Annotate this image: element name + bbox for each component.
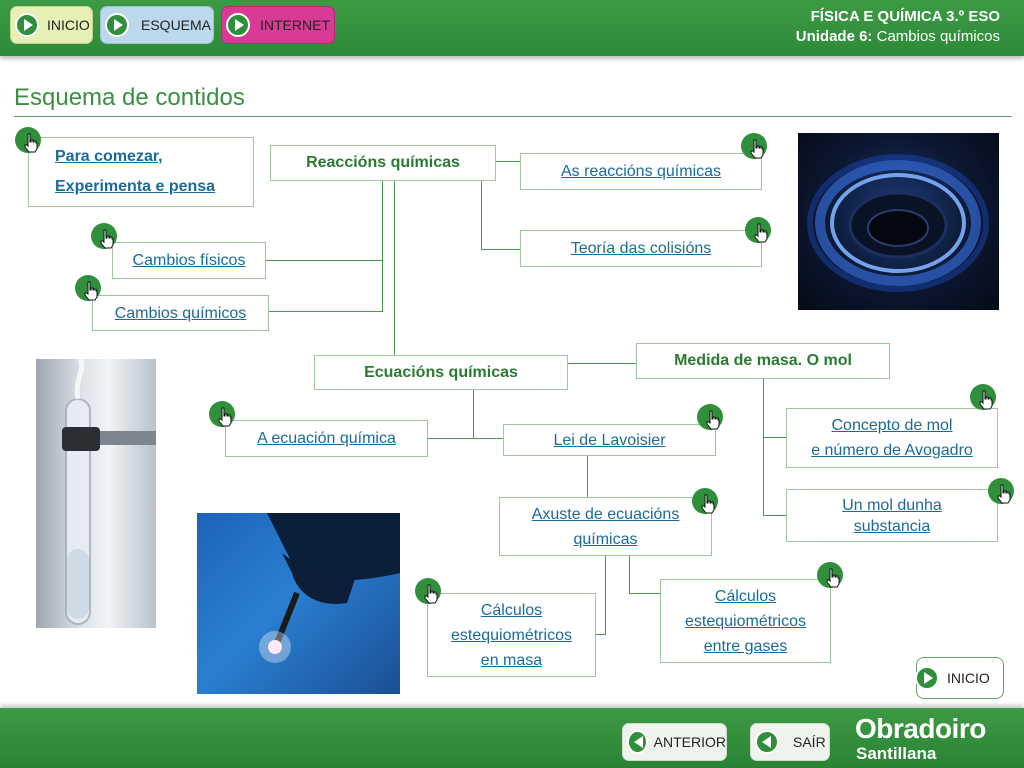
connector (268, 311, 383, 312)
hand-pointer-icon[interactable] (692, 488, 718, 514)
cambios-fisicos-link[interactable]: Cambios físicos (132, 252, 246, 269)
course-title: FÍSICA E QUÍMICA 3.º ESO (810, 8, 1000, 25)
hand-pointer-icon[interactable] (970, 384, 996, 410)
reaccions-quimicas-label: Reaccións químicas (306, 154, 460, 171)
play-icon (915, 666, 939, 690)
calculos-gases-link-2[interactable]: estequiométricos (685, 612, 806, 630)
connector (587, 455, 588, 497)
calculos-masa-link-3[interactable]: en masa (480, 651, 543, 669)
back-arrow-icon (755, 730, 779, 754)
inicio-bottom-button[interactable]: INICIO (915, 657, 1004, 699)
connector (473, 389, 474, 438)
cambios-fisicos-box: Cambios físicos (112, 242, 266, 279)
test-tube-photo (36, 359, 156, 628)
nav-internet-label: INTERNET (260, 17, 330, 33)
cambios-quimicos-link[interactable]: Cambios químicos (114, 304, 247, 322)
hand-pointer-icon[interactable] (415, 578, 441, 604)
title-divider (14, 116, 1012, 117)
connector (763, 437, 787, 438)
connector (481, 180, 482, 249)
connector (382, 180, 383, 312)
lei-lavoisier-box: Lei de Lavoisier (503, 424, 716, 456)
a-ecuacion-quimica-link[interactable]: A ecuación química (257, 430, 396, 447)
unit-name: Cambios químicos (876, 28, 1000, 45)
medida-masa-box: Medida de masa. O mol (636, 343, 890, 379)
nav-inicio-button[interactable]: INICIO (10, 6, 93, 44)
concepto-mol-link[interactable]: Concepto de mol (831, 417, 953, 434)
hand-pointer-icon[interactable] (91, 223, 117, 249)
unit-label: Unidade 6: (795, 28, 873, 45)
un-mol-link[interactable]: Un mol dunha (842, 496, 942, 514)
un-mol-box: Un mol dunha substancia (786, 489, 998, 542)
calculos-masa-box: Cálculos estequiométricos en masa (427, 593, 596, 677)
nav-internet-button[interactable]: INTERNET (221, 6, 335, 44)
connector (605, 556, 606, 635)
welding-photo (197, 513, 400, 694)
connector (427, 438, 504, 439)
para-comezar-box: Para comezar, Experimenta e pensa (28, 137, 254, 207)
substancia-link[interactable]: substancia (853, 517, 931, 535)
experimenta-e-pensa-link[interactable]: Experimenta e pensa (55, 178, 216, 195)
hand-pointer-icon[interactable] (745, 217, 771, 243)
nav-esquema-label: ESQUEMA (141, 17, 212, 33)
nav-inicio-label: INICIO (47, 17, 90, 33)
connector (266, 260, 383, 261)
medida-masa-label: Medida de masa. O mol (674, 352, 852, 369)
calculos-masa-link-1[interactable]: Cálculos (480, 601, 543, 619)
brand-logo-obradoiro: Obradoiro (855, 713, 986, 744)
hand-pointer-icon[interactable] (15, 127, 41, 153)
unit-title: Unidade 6: Cambios químicos (796, 28, 1000, 45)
anterior-button[interactable]: ANTERIOR (622, 723, 727, 761)
numero-avogadro-link[interactable]: e número de Avogadro (811, 442, 973, 459)
calculos-gases-box: Cálculos estequiométricos entre gases (660, 579, 831, 663)
lei-de-lavoisier-link[interactable]: Lei de Lavoisier (553, 431, 666, 449)
as-reaccions-quimicas-link[interactable]: As reaccións químicas (560, 163, 722, 180)
axuste-quimicas-link[interactable]: químicas (573, 530, 638, 548)
concepto-mol-box: Concepto de mol e número de Avogadro (786, 408, 998, 468)
axuste-ecuacions-link[interactable]: Axuste de ecuacións (531, 505, 680, 523)
page-title: Esquema de contidos (14, 84, 245, 111)
sair-label: SAÍR (793, 734, 826, 750)
connector (763, 378, 764, 516)
cambios-quimicos-box: Cambios químicos (92, 295, 269, 331)
calculos-gases-link-3[interactable]: entre gases (703, 637, 788, 655)
gas-burner-photo (798, 133, 999, 310)
connector (481, 249, 520, 250)
ecuacions-quimicas-box: Ecuacións químicas (314, 355, 568, 390)
axuste-ecuacions-box: Axuste de ecuacións químicas (499, 497, 712, 556)
teoria-das-colisions-link[interactable]: Teoría das colisións (570, 240, 712, 257)
para-comezar-link[interactable]: Para comezar, (55, 148, 163, 165)
teoria-colisions-box: Teoría das colisións (520, 230, 762, 267)
hand-pointer-icon[interactable] (697, 404, 723, 430)
connector (763, 515, 787, 516)
hand-pointer-icon[interactable] (741, 133, 767, 159)
play-icon (15, 13, 39, 37)
ecuacions-quimicas-label: Ecuacións químicas (364, 363, 518, 381)
connector (495, 161, 520, 162)
hand-pointer-icon[interactable] (209, 401, 235, 427)
connector (567, 363, 637, 364)
play-icon (226, 13, 250, 37)
hand-pointer-icon[interactable] (988, 478, 1014, 504)
anterior-label: ANTERIOR (653, 734, 726, 750)
sair-button[interactable]: SAÍR (750, 723, 830, 761)
nav-esquema-button[interactable]: ESQUEMA (100, 6, 214, 44)
hand-pointer-icon[interactable] (817, 562, 843, 588)
as-reaccions-box: As reaccións químicas (520, 153, 762, 190)
footer-bar (0, 708, 1024, 768)
back-arrow-icon (627, 730, 648, 754)
brand-logo-santillana: Santillana (856, 744, 937, 763)
calculos-masa-link-2[interactable]: estequiométricos (451, 626, 572, 644)
connector (394, 180, 395, 356)
connector (629, 593, 661, 594)
hand-pointer-icon[interactable] (75, 275, 101, 301)
play-icon (105, 13, 129, 37)
calculos-gases-link-1[interactable]: Cálculos (714, 587, 777, 605)
connector (595, 634, 606, 635)
reaccions-quimicas-box: Reaccións químicas (270, 145, 496, 181)
connector (629, 556, 630, 593)
a-ecuacion-box: A ecuación química (225, 420, 428, 457)
inicio-bottom-label: INICIO (947, 670, 990, 686)
